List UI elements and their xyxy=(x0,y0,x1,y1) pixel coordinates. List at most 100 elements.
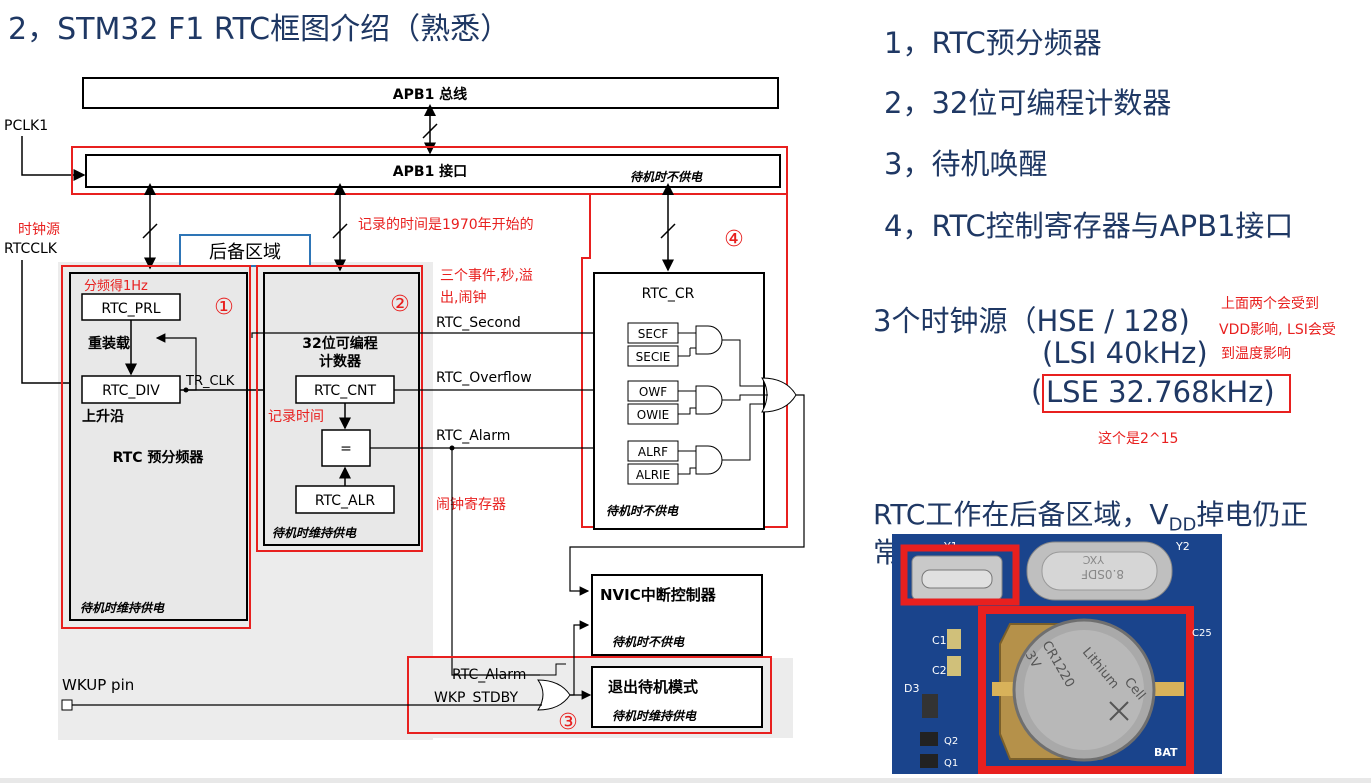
topic-4: 4，RTC控制寄存器与APB1接口 xyxy=(884,209,1294,243)
prescaler-title: RTC 预分频器 xyxy=(113,449,205,466)
diode-d3 xyxy=(922,694,938,718)
topic-3: 3，待机唤醒 xyxy=(884,147,1048,181)
link-control-slash xyxy=(660,223,676,239)
secf-label: SECF xyxy=(638,327,669,341)
transistor-q2 xyxy=(920,732,938,746)
topic-1: 1，RTC预分频器 xyxy=(884,26,1102,60)
transistor-q1 xyxy=(920,754,938,768)
board-photo: Y1 8.0SDF YXC Y2 Lithium Cell CR1220 3V … xyxy=(892,534,1222,774)
rtcclk-label: RTCCLK xyxy=(4,241,58,257)
coin-cell-face xyxy=(1024,630,1144,750)
battery-plus-mark xyxy=(1109,701,1129,721)
battery-highlight-box xyxy=(978,606,1194,774)
reload-label: 重装载 xyxy=(88,335,130,352)
exit-standby-label: 退出待机模式 xyxy=(608,678,698,696)
alarm-register-note: 闹钟寄存器 xyxy=(436,496,506,513)
owie-to-and xyxy=(678,407,696,415)
region4-highlight xyxy=(581,194,788,528)
and-gate-overflow xyxy=(695,385,723,415)
clock-note-2: VDD影响, LSI会受 xyxy=(1219,322,1336,338)
tr-clk-label: TR_CLK xyxy=(185,374,235,389)
rtc-div-label: RTC_DIV xyxy=(102,383,160,399)
owie-label: OWIE xyxy=(637,408,669,422)
events-note-2: 出,闹钟 xyxy=(440,289,486,306)
label-c25: C25 xyxy=(1192,628,1212,639)
and3-to-or xyxy=(722,403,766,461)
page-title: 2，STM32 F1 RTC框图介绍（熟悉） xyxy=(8,12,511,47)
capacitor-c1 xyxy=(947,629,961,649)
backup-text-sub: DD xyxy=(1168,514,1197,536)
prescaler-block xyxy=(69,272,248,621)
apb1-bus-box xyxy=(82,77,779,109)
wkup-pin-terminal xyxy=(61,699,73,711)
secie-label: SECIE xyxy=(636,350,671,364)
and1-to-or xyxy=(722,339,766,387)
rtc-overflow-label: RTC_Overflow xyxy=(436,370,532,386)
circle-3: ③ xyxy=(558,710,578,735)
apb1-highlight xyxy=(71,146,788,195)
clock-sources-line3-open: ( xyxy=(1031,374,1043,408)
counter-standby: 待机时维持供电 xyxy=(272,526,357,540)
pclk1-line xyxy=(21,136,86,181)
rtc-alr-box xyxy=(295,485,395,514)
label-d3: D3 xyxy=(904,682,919,695)
wakeup-or-gate xyxy=(537,679,571,711)
nvic-no-power: 待机时不供电 xyxy=(612,635,685,649)
crystal-marking-1: YXC xyxy=(1083,553,1105,566)
bus-slash xyxy=(422,123,438,139)
topic-2: 2，32位可编程计数器 xyxy=(884,86,1172,120)
prescaler-standby: 待机时维持供电 xyxy=(80,601,165,615)
rtc-second-line xyxy=(251,328,630,338)
exit-standby-block xyxy=(591,666,763,728)
clock-source-note: 时钟源 xyxy=(18,221,60,238)
rtc-block-diagram: APB1 总线 APB1 接口 待机时不供电 PCLK1 时钟源 RTCCLK … xyxy=(4,77,805,740)
wkup-pin-label: WKUP pin xyxy=(62,676,134,694)
apb1-interface-box xyxy=(85,154,781,188)
crystal-marking-2: 8.0SDF xyxy=(1081,567,1124,581)
region3-highlight xyxy=(407,656,772,734)
alrie-to-and xyxy=(678,467,696,475)
rtc-second-label: RTC_Second xyxy=(436,315,521,331)
rtc-alarm-label: RTC_Alarm xyxy=(436,428,510,444)
wakeup-alarm-label: RTC_Alarm xyxy=(452,667,526,683)
battery-tab-right xyxy=(1154,682,1184,696)
pclk1-label: PCLK1 xyxy=(4,118,48,134)
alrie-label: ALRIE xyxy=(636,468,670,482)
rtc-cnt-box xyxy=(295,375,395,404)
nvic-label: NVIC中断控制器 xyxy=(600,586,717,604)
clock-sources-line3: LSE 32.768kHz) xyxy=(1046,375,1275,409)
label-c1: C1 xyxy=(932,634,947,647)
crystal-y2-top xyxy=(1041,551,1158,591)
label-q1: Q1 xyxy=(944,758,958,769)
link-counter-slash xyxy=(332,223,348,239)
nvic-block xyxy=(591,574,763,656)
circle-1: ① xyxy=(214,295,234,320)
alrf-label: ALRF xyxy=(638,445,668,459)
backup-text-suffix: 掉电仍正 xyxy=(1196,498,1309,531)
alarm-to-wakeup xyxy=(451,448,540,676)
backup-text-prefix: RTC工作在后备区域，V xyxy=(873,498,1169,531)
owf-label: OWF xyxy=(639,385,667,399)
divide-note: 分频得1Hz xyxy=(84,278,148,294)
rtc-cr-label: RTC_CR xyxy=(642,286,695,302)
apb1-bus-label: APB1 总线 xyxy=(393,86,467,103)
board-photo-graphic: Y1 8.0SDF YXC Y2 Lithium Cell CR1220 3V … xyxy=(892,534,1222,774)
counter-title-2: 计数器 xyxy=(319,353,362,370)
backup-text: RTC工作在后备区域，VDD掉电仍正 xyxy=(873,493,1308,536)
alarm-pulse xyxy=(540,663,566,676)
and2-to-or xyxy=(722,394,768,401)
rtc-prl-box xyxy=(81,293,181,321)
lse-highlight-box: LSE 32.768kHz) xyxy=(1042,374,1291,413)
exit-standby-keep: 待机时维持供电 xyxy=(612,709,697,723)
crystal-y1-body xyxy=(921,569,993,589)
and-gate-alarm xyxy=(695,445,723,475)
rtc-cnt-label: RTC_CNT xyxy=(314,383,376,399)
backup-domain-label: 后备区域 xyxy=(209,242,281,263)
counter-title-1: 32位可编程 xyxy=(302,335,377,352)
rising-edge-label: 上升沿 xyxy=(82,408,124,425)
clock-sources-line1: 3个时钟源（HSE / 128) xyxy=(873,304,1190,338)
time-note: 记录的时间是1970年开始的 xyxy=(358,217,534,233)
battery-marking-4: 3V xyxy=(1022,649,1044,671)
region2-highlight xyxy=(256,265,423,552)
wkp-stdby-label: WKP_STDBY xyxy=(434,690,519,706)
